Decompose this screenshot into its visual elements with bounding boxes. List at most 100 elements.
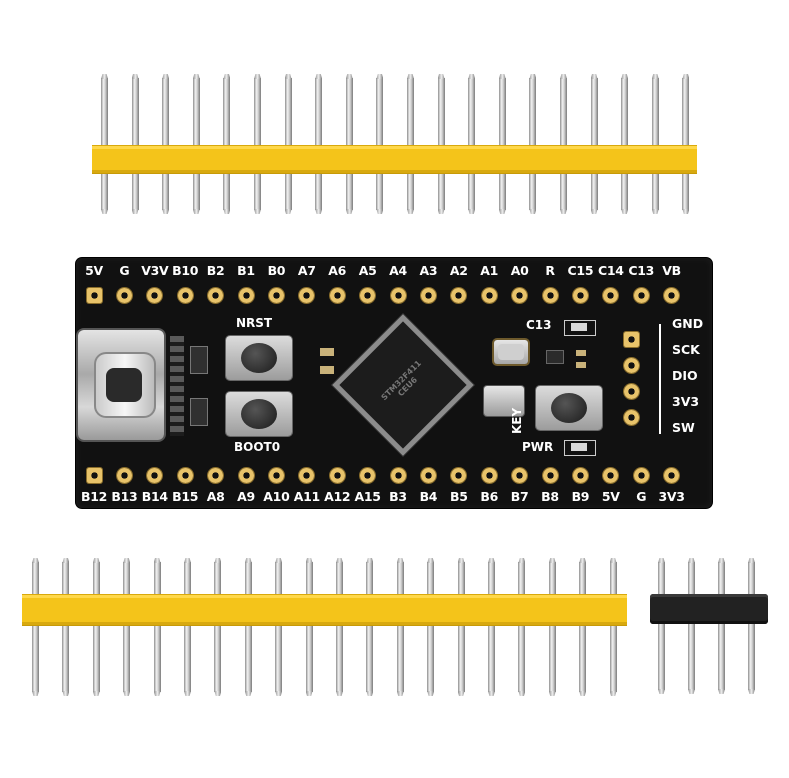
bottom-pin-label: B5 bbox=[449, 489, 468, 504]
top-pin-label: B10 bbox=[172, 263, 199, 278]
nrst-label: NRST bbox=[236, 316, 273, 330]
bottom-pin-label: B9 bbox=[571, 489, 590, 504]
usb-esd-components bbox=[170, 336, 184, 436]
top-pin-pad bbox=[664, 288, 680, 303]
boot0-label: BOOT0 bbox=[234, 440, 281, 454]
top-pin-label: C15 bbox=[567, 263, 594, 278]
swd-label: SCK bbox=[672, 342, 700, 357]
bottom-pin-label: B4 bbox=[419, 489, 438, 504]
header-pin bbox=[396, 558, 404, 696]
swd-label: SW bbox=[672, 420, 695, 435]
top-pin-pad bbox=[420, 288, 436, 303]
bottom-pin-pad bbox=[238, 468, 254, 483]
top-pin-pad bbox=[481, 288, 497, 303]
top-pin-label: A7 bbox=[297, 263, 316, 278]
bottom-pin-pad bbox=[177, 468, 193, 483]
header-pin bbox=[214, 558, 222, 696]
bottom-pin-label: A11 bbox=[293, 489, 320, 504]
header-pin bbox=[254, 74, 261, 214]
swd-label: 3V3 bbox=[672, 394, 700, 409]
header-pin bbox=[284, 74, 292, 214]
top-pin-pad bbox=[451, 288, 467, 303]
swd-label: GND bbox=[672, 316, 704, 331]
top-pin-label: C13 bbox=[628, 263, 655, 278]
header-pin bbox=[315, 74, 323, 214]
top-pin-pad bbox=[329, 288, 345, 303]
smd-resistor bbox=[320, 348, 334, 356]
power-led bbox=[564, 440, 596, 456]
top-header-plastic bbox=[92, 145, 697, 174]
smd-resistor bbox=[576, 350, 586, 356]
swd-pad-2 bbox=[624, 358, 639, 373]
bottom-pin-pad bbox=[268, 468, 284, 483]
top-pin-pad bbox=[603, 288, 619, 303]
swd-header-plastic bbox=[650, 594, 768, 624]
mcu-marking: STM32F411 CEU6 bbox=[379, 358, 423, 403]
header-pin bbox=[560, 74, 567, 214]
header-pin bbox=[32, 558, 39, 696]
header-pin bbox=[609, 558, 617, 696]
header-pin bbox=[651, 74, 659, 214]
bottom-pin-pad bbox=[512, 468, 528, 483]
top-pin-label: 5V bbox=[85, 263, 103, 278]
top-pin-label: B2 bbox=[206, 263, 225, 278]
bottom-header-plastic bbox=[22, 594, 627, 626]
top-pin-label: B1 bbox=[237, 263, 255, 278]
header-pin bbox=[153, 558, 161, 696]
header-pin bbox=[92, 558, 100, 696]
bottom-pin-label: B15 bbox=[172, 489, 199, 504]
top-pin-pad bbox=[147, 288, 163, 303]
top-pin-pad bbox=[360, 288, 376, 303]
header-pin bbox=[548, 558, 556, 696]
bottom-pin-label: B13 bbox=[111, 489, 138, 504]
header-pin bbox=[123, 558, 131, 696]
header-pin bbox=[748, 558, 755, 694]
header-pin bbox=[336, 558, 343, 696]
header-pin bbox=[488, 558, 495, 696]
header-pin bbox=[621, 74, 629, 214]
key-button[interactable] bbox=[536, 386, 602, 430]
bottom-pin-pad bbox=[116, 468, 132, 483]
bottom-pin-label: B8 bbox=[541, 489, 559, 504]
smd-resistor bbox=[576, 362, 586, 368]
swd-bracket bbox=[659, 324, 661, 434]
header-pin bbox=[457, 558, 465, 696]
top-pin-pad bbox=[512, 288, 528, 303]
smd-resistor bbox=[320, 366, 334, 374]
top-pin-pad bbox=[116, 288, 132, 303]
bottom-pin-pad bbox=[208, 468, 224, 483]
diode bbox=[190, 398, 208, 426]
bottom-pin-label: 3V3 bbox=[658, 489, 685, 504]
header-pin bbox=[529, 74, 537, 214]
swd-label: DIO bbox=[672, 368, 698, 383]
rtc-crystal bbox=[484, 386, 524, 416]
swd-pad-3 bbox=[624, 384, 639, 399]
top-pin-label: A5 bbox=[358, 263, 377, 278]
top-pin-label: V3V bbox=[141, 263, 169, 278]
bottom-pin-pad bbox=[299, 468, 315, 483]
header-pin bbox=[275, 558, 283, 696]
top-pin-label: A1 bbox=[480, 263, 499, 278]
boot0-button[interactable] bbox=[226, 392, 292, 436]
top-pin-label: C14 bbox=[597, 263, 624, 278]
top-pin-pad bbox=[572, 288, 588, 303]
bottom-pin-pad bbox=[329, 468, 345, 483]
header-pin bbox=[718, 558, 725, 694]
bottom-pin-pad bbox=[360, 468, 376, 483]
header-pin bbox=[192, 74, 200, 214]
top-pin-label: A0 bbox=[510, 263, 529, 278]
regulator-chip bbox=[190, 346, 208, 374]
top-pin-pad bbox=[390, 288, 406, 303]
reset-button[interactable] bbox=[226, 336, 292, 380]
top-pin-label: R bbox=[545, 263, 555, 278]
header-pin bbox=[162, 74, 170, 214]
key-label: KEY bbox=[510, 407, 524, 434]
header-pin bbox=[468, 74, 476, 214]
c13-led-label: C13 bbox=[526, 318, 552, 332]
bottom-pin-pad bbox=[572, 468, 588, 483]
bottom-pin-label: B6 bbox=[480, 489, 499, 504]
bottom-pin-pad bbox=[664, 468, 680, 483]
swd-pad-1 bbox=[624, 332, 639, 347]
header-pin bbox=[376, 74, 384, 214]
